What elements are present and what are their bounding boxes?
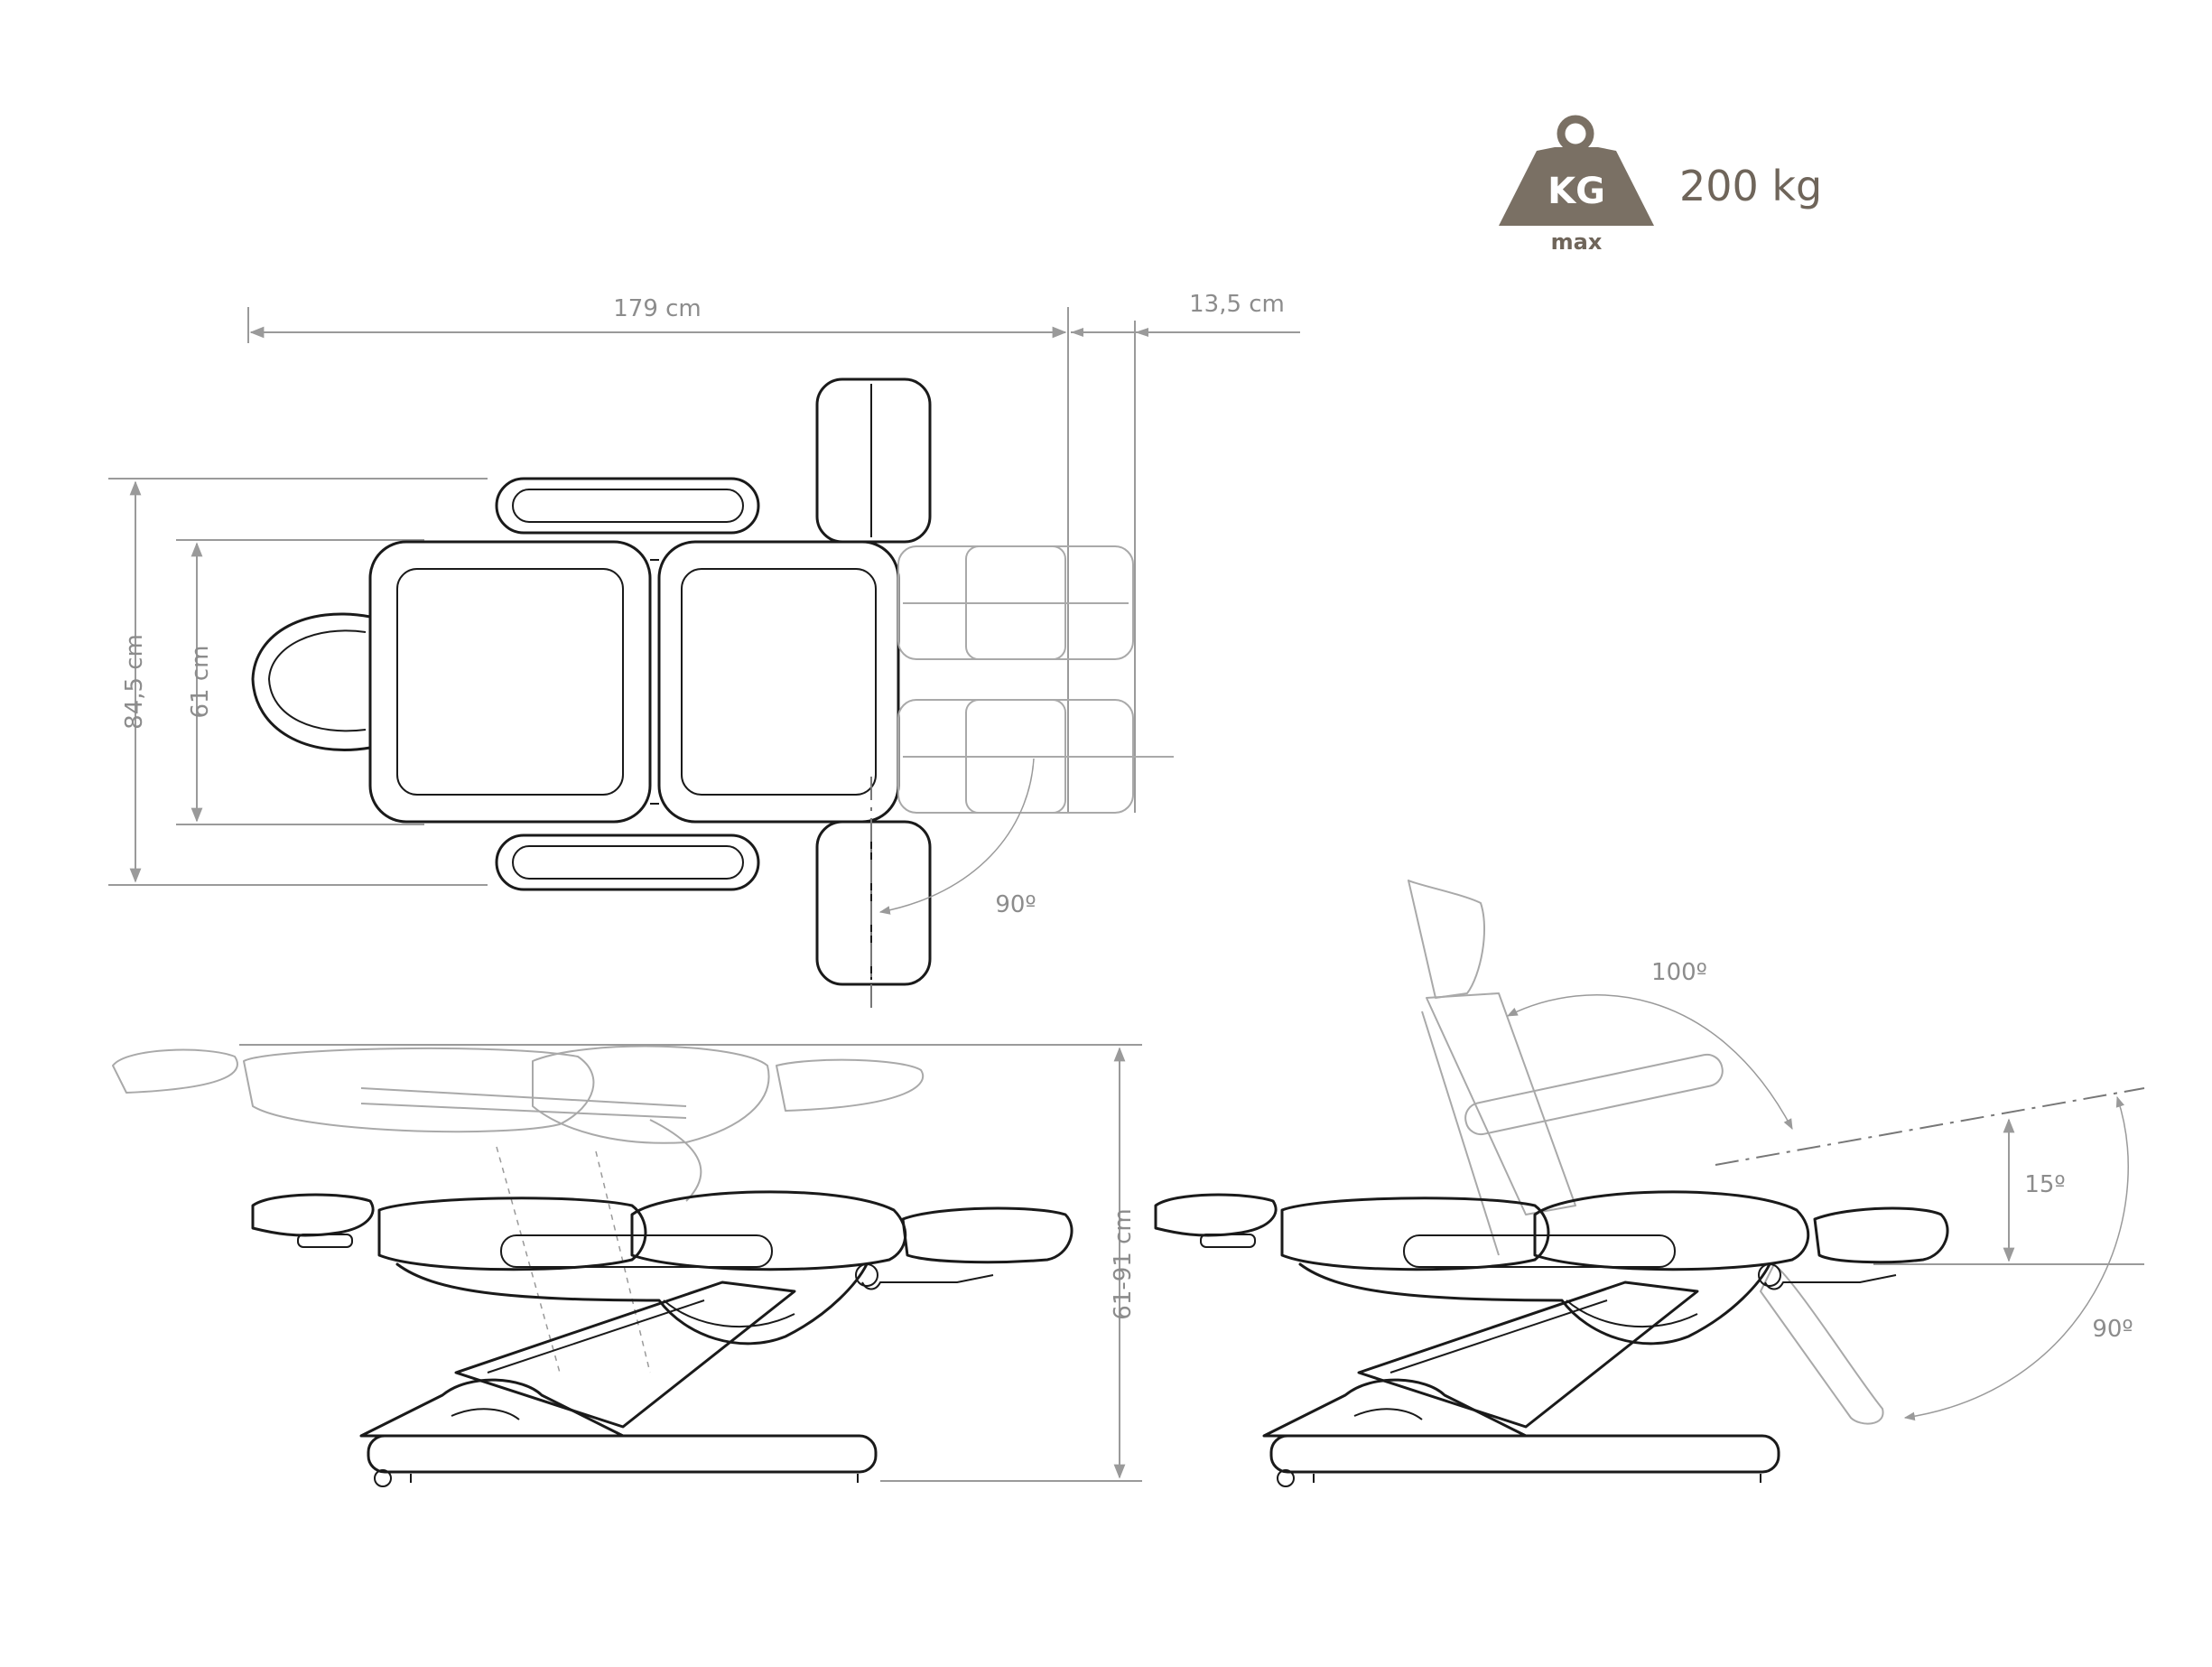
max-weight-value: 200 kg [1679,162,1822,210]
side-view-height: 61-91 cm [112,1044,1142,1487]
weight-unit-label: KG [1547,171,1605,212]
weight-icon: KG [1499,115,1654,226]
max-weight-badge: KG max 200 kg [1499,115,1822,255]
side-view-angles: 100º 15º 90º [1154,880,2145,1487]
seat-width-dimension: 61 cm [187,646,214,719]
weight-sub-label: max [1551,229,1603,255]
length-dimension: 179 cm [613,295,702,322]
top-view: 179 cm 13,5 cm 84,5 cm 61 cm [108,291,1300,1011]
legrest-swing-angle: 90º [995,891,1036,918]
height-range-dimension: 61-91 cm [1110,1208,1137,1319]
extension-dimension: 13,5 cm [1189,291,1285,318]
backrest-tilt-angle: 100º [1651,959,1707,986]
headrest-top [251,612,372,752]
total-width-dimension: 84,5 cm [121,634,148,730]
legrest-drop-angle: 90º [2092,1316,2133,1343]
seat-tilt-angle: 15º [2024,1171,2065,1198]
